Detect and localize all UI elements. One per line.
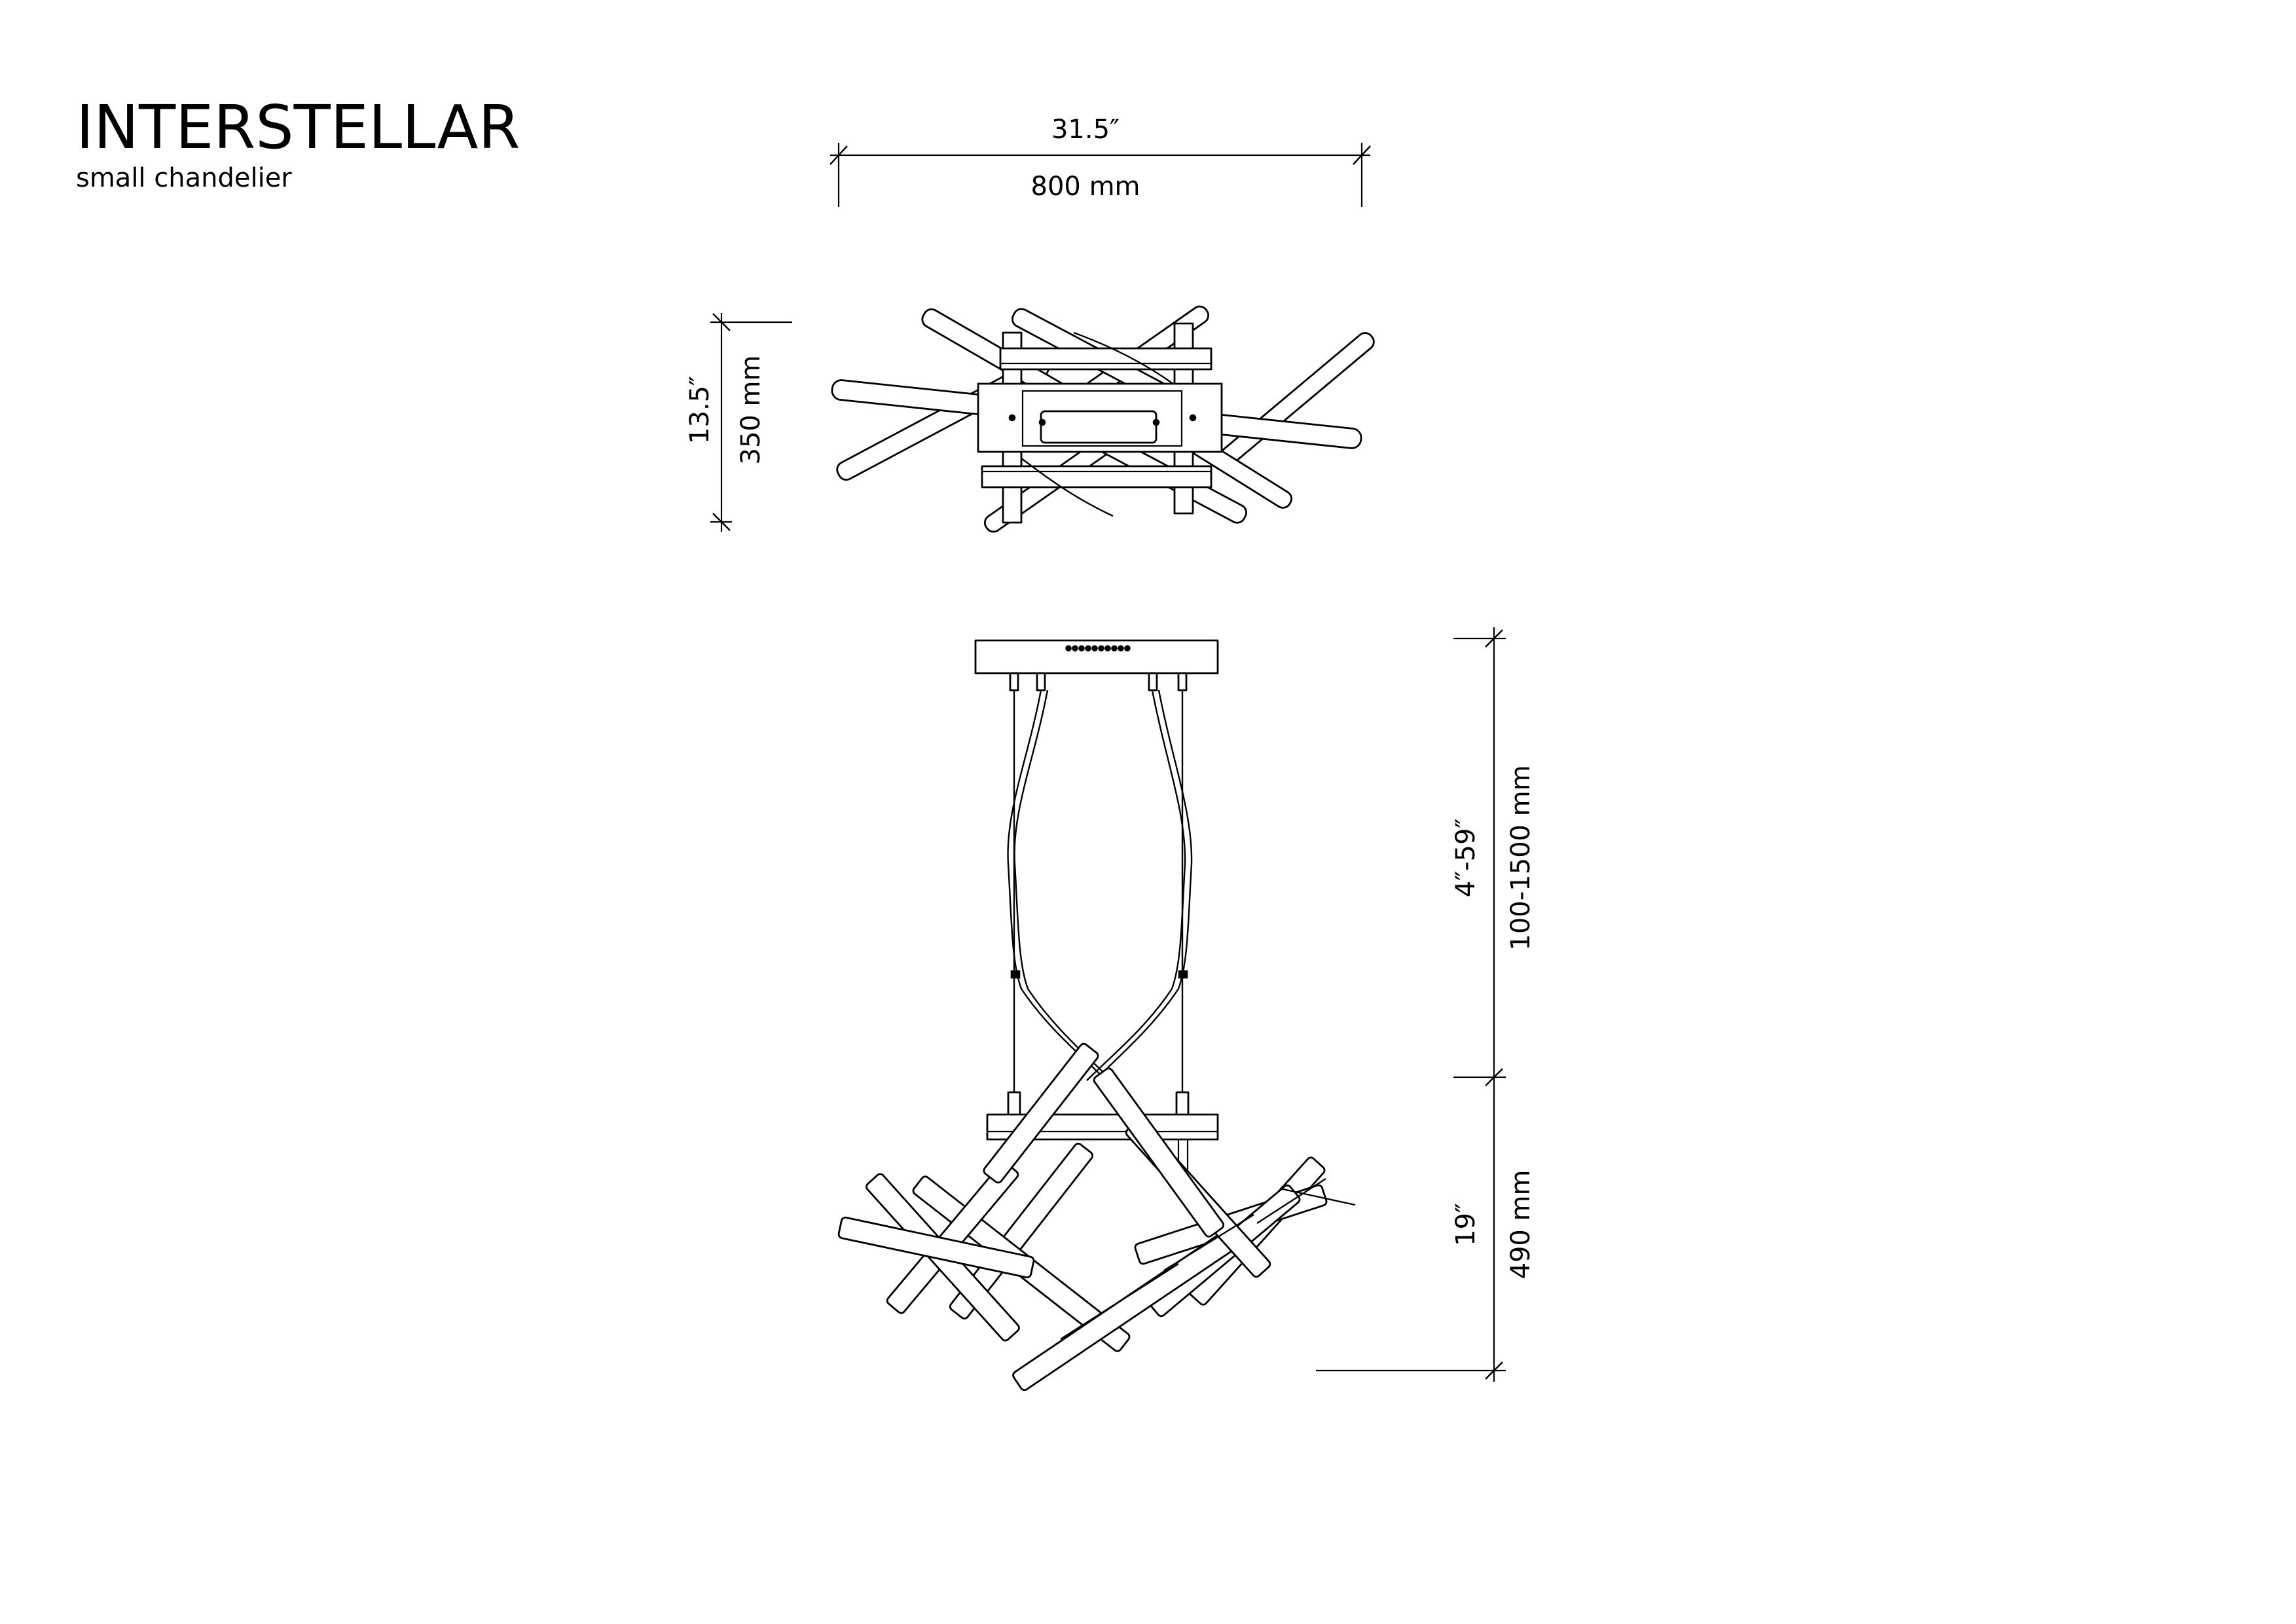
width-tick-right xyxy=(1353,145,1371,165)
depth-imperial-label: 13.5″ xyxy=(685,376,715,444)
side-view-right-cluster xyxy=(1012,1067,1328,1392)
depth-tick-top xyxy=(712,313,731,331)
top-view-screw xyxy=(1038,418,1046,426)
lower-grip xyxy=(1007,1091,1021,1117)
light-bar xyxy=(983,1043,1099,1184)
side-view-drawing xyxy=(837,639,1356,1392)
power-cord xyxy=(1013,690,1114,1082)
top-view-screw xyxy=(1008,414,1016,422)
light-bar xyxy=(1093,1067,1225,1238)
top-view-screw xyxy=(1152,418,1160,426)
light-bar-shade xyxy=(1256,1177,1326,1225)
top-view-canopy-inner xyxy=(1021,390,1183,447)
height-dimensions: 4″-59″ 100-1500 mm 19″ 490 mm xyxy=(1316,627,1536,1382)
light-bar xyxy=(1012,1228,1240,1392)
depth-tick-bottom xyxy=(712,513,731,531)
cable-grip xyxy=(1177,672,1188,692)
height-tick xyxy=(1485,629,1503,648)
width-dimension: 31.5″ 800 mm xyxy=(829,115,1371,207)
cable-grip xyxy=(1036,672,1046,692)
light-bar-shade xyxy=(1163,1213,1254,1272)
depth-metric-label: 350 mm xyxy=(736,356,766,465)
body-height-imperial-label: 19″ xyxy=(1451,1203,1481,1246)
light-bar xyxy=(837,1216,1035,1279)
top-view-canopy-plate xyxy=(1040,410,1157,444)
product-type: small chandelier xyxy=(76,163,292,193)
width-imperial-label: 31.5″ xyxy=(1051,115,1120,145)
lower-grip xyxy=(1175,1091,1190,1117)
light-bar xyxy=(949,1143,1094,1320)
canopy-vent-holes xyxy=(1065,645,1131,652)
body-height-metric-label: 490 mm xyxy=(1506,1170,1536,1280)
power-cord xyxy=(1086,690,1186,1081)
light-bar-shade xyxy=(1060,1263,1179,1340)
product-name: INTERSTELLAR xyxy=(76,92,520,162)
cord-clip xyxy=(1178,970,1188,979)
top-view-screw xyxy=(1189,414,1197,422)
title-block: INTERSTELLAR small chandelier xyxy=(76,92,520,193)
side-view-canopy xyxy=(974,639,1219,674)
suspension-imperial-label: 4″-59″ xyxy=(1451,819,1481,898)
power-cord xyxy=(1093,690,1193,1082)
width-tick-left xyxy=(829,145,848,165)
height-tick xyxy=(1485,1361,1503,1380)
top-view-rail-top xyxy=(999,347,1212,371)
power-cord xyxy=(1007,690,1107,1081)
cord-clip xyxy=(1010,970,1021,979)
cable-grip xyxy=(1148,672,1158,692)
height-tick xyxy=(1485,1068,1503,1086)
top-view-drawing xyxy=(831,305,1375,533)
width-metric-label: 800 mm xyxy=(1031,172,1140,202)
top-view-wire xyxy=(1021,458,1114,517)
cable-grip xyxy=(1009,672,1019,692)
light-bar-shade xyxy=(1279,1187,1356,1206)
side-view-left-cluster xyxy=(837,1043,1131,1352)
suspension-metric-label: 100-1500 mm xyxy=(1506,765,1536,950)
depth-dimension: 13.5″ 350 mm xyxy=(685,313,792,532)
top-view-rail-bottom xyxy=(981,465,1212,489)
